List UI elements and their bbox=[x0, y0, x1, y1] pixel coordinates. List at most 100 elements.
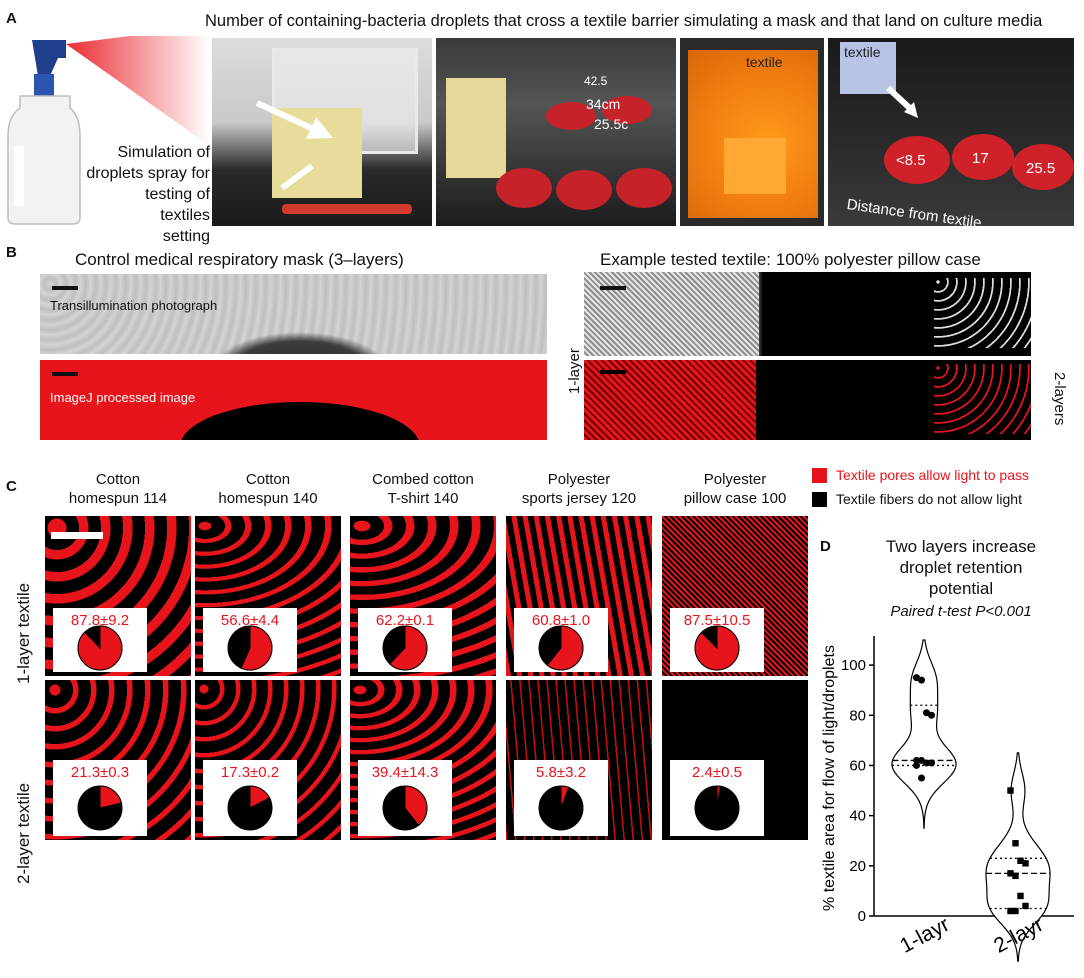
pie-chart bbox=[694, 785, 740, 831]
pie-chart bbox=[538, 785, 584, 831]
photo-distance-from-textile: textile <8.5 17 25.5 Distance from texti… bbox=[828, 38, 1074, 226]
pie-inset: 5.8±3.2 bbox=[514, 760, 608, 836]
textile-label: textile bbox=[844, 44, 881, 60]
textile-tile-one-layer: 60.8±1.0 bbox=[506, 516, 652, 676]
distance-label: 25.5c bbox=[594, 116, 629, 132]
pie-slice-open bbox=[694, 625, 740, 671]
pie-chart bbox=[382, 625, 428, 671]
photo-setup bbox=[212, 38, 432, 226]
distance-label: <8.5 bbox=[896, 152, 926, 169]
textile-tile-one-layer: 87.5±10.5 bbox=[662, 516, 808, 676]
data-point bbox=[923, 759, 930, 767]
pie-chart bbox=[227, 785, 273, 831]
distance-label: 34cm bbox=[586, 96, 621, 112]
pie-chart bbox=[538, 625, 584, 671]
pie-slice-open bbox=[560, 785, 570, 809]
data-point bbox=[1012, 907, 1019, 915]
data-point bbox=[913, 761, 920, 769]
arrow-icon bbox=[280, 163, 314, 191]
percent-value-label: 2.4±0.5 bbox=[692, 764, 742, 781]
data-point bbox=[918, 774, 925, 782]
pie-inset: 39.4±14.3 bbox=[358, 760, 452, 836]
panel-b-left-title: Control medical respiratory mask (3–laye… bbox=[75, 250, 404, 269]
pie-inset: 87.8±9.2 bbox=[53, 608, 147, 672]
textile-tile-two-layer: 2.4±0.5 bbox=[662, 680, 808, 840]
data-point bbox=[1012, 872, 1019, 880]
photo-transillumination: Transillumination photograph bbox=[40, 274, 547, 354]
photo-plates-distance: 42.5 34cm 25.5c bbox=[436, 38, 676, 226]
pie-slice-open bbox=[404, 785, 428, 827]
pie-chart bbox=[77, 625, 123, 671]
percent-value-label: 5.8±3.2 bbox=[536, 764, 586, 781]
textile-tile-two-layer: 17.3±0.2 bbox=[195, 680, 341, 840]
y-tick-label: 100 bbox=[841, 657, 866, 674]
data-point bbox=[1017, 892, 1024, 900]
data-point bbox=[1022, 902, 1029, 910]
panel-a-title: Number of containing-bacteria droplets t… bbox=[205, 12, 1043, 30]
legend-swatch-black bbox=[812, 492, 827, 507]
textile-tile-one-layer: 87.8±9.2 bbox=[45, 516, 191, 676]
data-point bbox=[928, 759, 935, 767]
x-category-label: 1-layr bbox=[896, 913, 953, 958]
violin-shape bbox=[891, 639, 957, 829]
data-point bbox=[1007, 787, 1014, 794]
data-point bbox=[1012, 840, 1019, 847]
y-tick-label: 60 bbox=[849, 757, 866, 774]
pie-inset: 17.3±0.2 bbox=[203, 760, 297, 836]
data-point bbox=[1022, 860, 1029, 867]
percent-value-label: 87.5±10.5 bbox=[683, 612, 751, 629]
column-header-line2: pillow case 100 bbox=[683, 490, 787, 507]
row-label-2-layer: 2-layer textile bbox=[14, 782, 33, 884]
panel-b-letter: B bbox=[6, 244, 17, 261]
pie-chart bbox=[77, 785, 123, 831]
textile-label: textile bbox=[746, 54, 783, 70]
photo-imagej-processed: ImageJ processed image bbox=[40, 360, 547, 440]
textile-tile-two-layer: 39.4±14.3 bbox=[350, 680, 496, 840]
data-point bbox=[1007, 907, 1014, 915]
pie-inset: 87.5±10.5 bbox=[670, 608, 764, 672]
y-tick-label: 20 bbox=[849, 858, 866, 875]
scale-bar bbox=[51, 532, 103, 539]
bottle-body bbox=[7, 95, 81, 225]
panel-d-title: Two layers increase droplet retention po… bbox=[885, 537, 1037, 598]
pie-slice-open bbox=[546, 625, 584, 671]
legend-text-light-passes: Textile pores allow light to pass bbox=[836, 467, 1029, 483]
data-point bbox=[918, 676, 925, 684]
violin-shape bbox=[985, 752, 1051, 962]
imagej-label: ImageJ processed image bbox=[50, 390, 196, 405]
column-header: Polyester sports jersey 120 bbox=[496, 470, 662, 508]
photo-pillow-processed bbox=[584, 360, 1031, 440]
textile-tile-two-layer: 21.3±0.3 bbox=[45, 680, 191, 840]
percent-value-label: 60.8±1.0 bbox=[531, 612, 591, 629]
y-tick-label: 40 bbox=[849, 808, 866, 825]
column-header-line1: Polyester bbox=[703, 471, 767, 488]
percent-value-label: 62.2±0.1 bbox=[375, 612, 435, 629]
column-header-line1: Polyester bbox=[547, 471, 611, 488]
percent-value-label: 87.8±9.2 bbox=[70, 612, 130, 629]
panel-b-right-title: Example tested textile: 100% polyester p… bbox=[600, 250, 981, 269]
pie-slice-open bbox=[77, 625, 123, 671]
distance-label: 42.5 bbox=[584, 74, 608, 88]
percent-value-label: 39.4±14.3 bbox=[371, 764, 439, 781]
scale-bar bbox=[52, 286, 78, 290]
panel-a-letter: A bbox=[6, 10, 17, 27]
data-point bbox=[928, 711, 935, 719]
column-header-line1: Combed cotton bbox=[372, 471, 474, 488]
column-header: Polyester pillow case 100 bbox=[652, 470, 818, 508]
row-label-1-layer: 1-layer textile bbox=[14, 582, 33, 684]
bottle-trigger bbox=[32, 40, 66, 76]
y-tick-label: 80 bbox=[849, 707, 866, 724]
pie-inset: 2.4±0.5 bbox=[670, 760, 764, 836]
percent-value-label: 56.6±4.4 bbox=[220, 612, 280, 629]
pie-chart bbox=[382, 785, 428, 831]
percent-value-label: 21.3±0.3 bbox=[70, 764, 130, 781]
column-header-line1: Cotton bbox=[245, 471, 291, 488]
column-header-line2: sports jersey 120 bbox=[521, 490, 637, 507]
pie-slice-open bbox=[716, 785, 721, 809]
scale-bar bbox=[600, 286, 626, 290]
one-layer-label: 1-layer bbox=[566, 348, 583, 394]
pie-inset: 21.3±0.3 bbox=[53, 760, 147, 836]
pie-inset: 60.8±1.0 bbox=[514, 608, 608, 672]
arrow-icon bbox=[255, 100, 333, 139]
transillumination-label: Transillumination photograph bbox=[50, 298, 218, 313]
